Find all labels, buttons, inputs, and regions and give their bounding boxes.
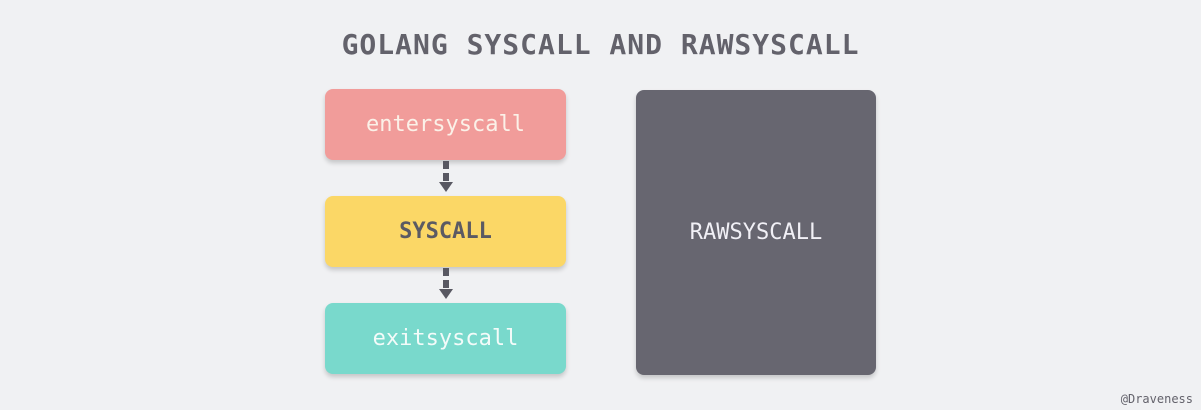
exitsyscall-label: exitsyscall — [372, 326, 519, 351]
rawsyscall-box: RAWSYSCALL — [636, 90, 876, 375]
syscall-box: SYSCALL — [325, 196, 566, 267]
exitsyscall-box: exitsyscall — [325, 303, 566, 374]
entersyscall-box: entersyscall — [325, 89, 566, 160]
diagram-title: GOLANG SYSCALL AND RAWSYSCALL — [341, 28, 860, 61]
syscall-label: SYSCALL — [399, 219, 492, 244]
entersyscall-label: entersyscall — [366, 112, 525, 137]
rawsyscall-label: RAWSYSCALL — [689, 220, 823, 245]
author-credit: @Draveness — [1120, 392, 1193, 406]
